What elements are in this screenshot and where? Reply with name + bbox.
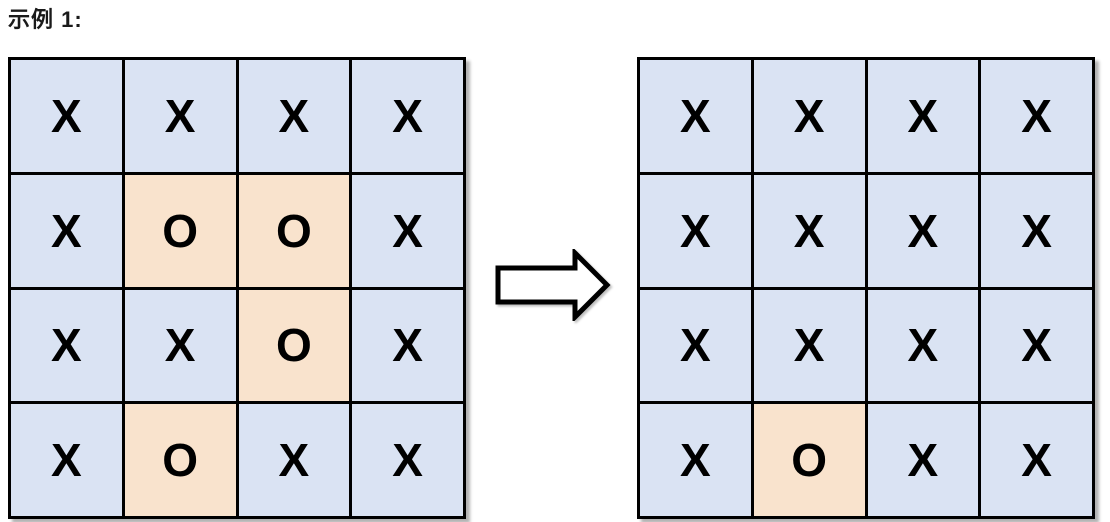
input-board-cell-r2c4: X: [352, 174, 463, 287]
output-board-cell-r2c3: X: [867, 174, 979, 287]
input-board-cell-r4c3: X: [238, 404, 350, 516]
input-board-cell-r1c1: X: [11, 60, 122, 172]
output-board-cell-r3c3: X: [867, 289, 979, 402]
output-board-cell-r3c4: X: [981, 289, 1092, 402]
example-title: 示例 1:: [8, 7, 83, 32]
input-board-cell-r3c4: X: [352, 289, 463, 402]
input-board-cell-r3c2: X: [124, 289, 236, 402]
output-board-cell-r4c1: X: [640, 404, 751, 516]
output-board-cell-r2c1: X: [640, 174, 751, 287]
right-arrow-shape: [495, 249, 611, 321]
input-board-cell-r2c2: O: [124, 174, 236, 287]
input-board-cell-r2c3: O: [238, 174, 350, 287]
output-board-cell-r1c2: X: [753, 60, 865, 172]
output-board-cell-r4c3: X: [867, 404, 979, 516]
input-board-cell-r4c1: X: [11, 404, 122, 516]
output-board-cell-r4c2: O: [753, 404, 865, 516]
input-board-cell-r2c1: X: [11, 174, 122, 287]
output-board-cell-r1c1: X: [640, 60, 751, 172]
input-board-cell-r1c3: X: [238, 60, 350, 172]
output-board-cell-r3c1: X: [640, 289, 751, 402]
transform-arrow-icon: [494, 249, 611, 321]
output-board-cell-r1c4: X: [981, 60, 1092, 172]
input-board-cell-r3c1: X: [11, 289, 122, 402]
output-board-cell-r1c3: X: [867, 60, 979, 172]
input-board-cell-r4c2: O: [124, 404, 236, 516]
input-board-cell-r1c4: X: [352, 60, 463, 172]
output-board-cell-r2c2: X: [753, 174, 865, 287]
output-board-cell-r3c2: X: [753, 289, 865, 402]
output-board-cell-r4c4: X: [981, 404, 1092, 516]
output-board-cell-r2c4: X: [981, 174, 1092, 287]
input-board-cell-r4c4: X: [352, 404, 463, 516]
input-board-cell-r1c2: X: [124, 60, 236, 172]
input-board-cell-r3c3: O: [238, 289, 350, 402]
